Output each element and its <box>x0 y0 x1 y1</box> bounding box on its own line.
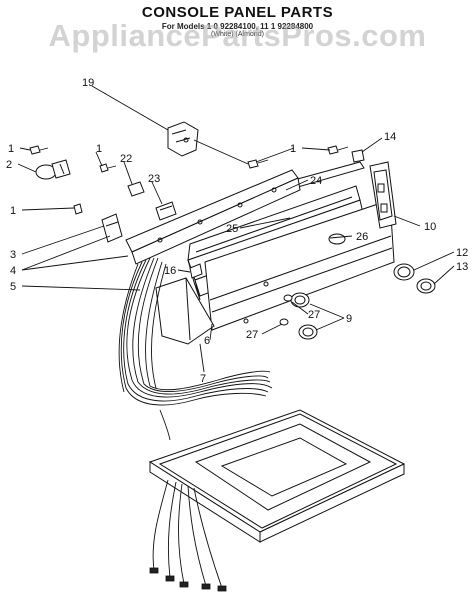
callout-23: 23 <box>148 173 160 185</box>
screw-parts <box>29 145 349 215</box>
callout-9: 9 <box>346 313 352 325</box>
control-bracket <box>125 169 301 265</box>
lower-wire-ends <box>149 479 227 592</box>
callout-16: 16 <box>164 265 176 277</box>
diagram-title: CONSOLE PANEL PARTS <box>141 4 334 21</box>
callout-19: 19 <box>82 77 94 89</box>
callout-5: 5 <box>10 281 16 293</box>
part-23-connector <box>155 201 177 221</box>
part-9-knobs <box>290 292 318 340</box>
callout-12: 12 <box>456 247 468 259</box>
callout-7: 7 <box>200 373 206 385</box>
callout-27-b: 27 <box>246 329 258 341</box>
callout-22: 22 <box>120 153 132 165</box>
model-colors: (White) (Almond) <box>211 31 264 38</box>
callout-4: 4 <box>10 265 16 277</box>
callout-1-c: 1 <box>290 143 296 155</box>
callout-2: 2 <box>6 159 12 171</box>
part-13-knob <box>416 278 436 294</box>
callout-3: 3 <box>10 249 16 261</box>
callout-24: 24 <box>310 175 322 187</box>
part-27-bushings <box>279 294 293 326</box>
callout-27-a: 27 <box>308 309 320 321</box>
end-panel-part-6 <box>155 277 215 345</box>
callout-14: 14 <box>384 131 396 143</box>
callout-6: 6 <box>204 335 210 347</box>
leader-lines <box>17 85 455 373</box>
callout-26: 26 <box>356 231 368 243</box>
callout-25: 25 <box>226 223 238 235</box>
part-3-switch <box>101 213 123 243</box>
part-16-clip <box>189 263 203 279</box>
part-19-bracket <box>167 121 199 157</box>
model-numbers: For Models 1 0 92284100, 11 1 92284800 <box>161 22 314 31</box>
callout-labels: 1 2 1 22 23 19 14 1 24 10 25 26 16 12 13… <box>6 77 468 385</box>
callout-1-a: 1 <box>8 143 14 155</box>
part-12-knob-skirt <box>393 263 415 281</box>
callout-10: 10 <box>424 221 436 233</box>
callout-13: 13 <box>456 261 468 273</box>
cabinet-top <box>148 409 406 543</box>
callout-1-b: 1 <box>96 143 102 155</box>
wire-harness <box>118 257 273 441</box>
callout-1-d: 1 <box>10 205 16 217</box>
part-14-clip <box>351 149 365 163</box>
console-front-panel <box>204 199 395 331</box>
end-cap-part-10 <box>369 161 397 229</box>
part-2-switch <box>35 159 71 180</box>
part-22-clip <box>127 181 145 197</box>
